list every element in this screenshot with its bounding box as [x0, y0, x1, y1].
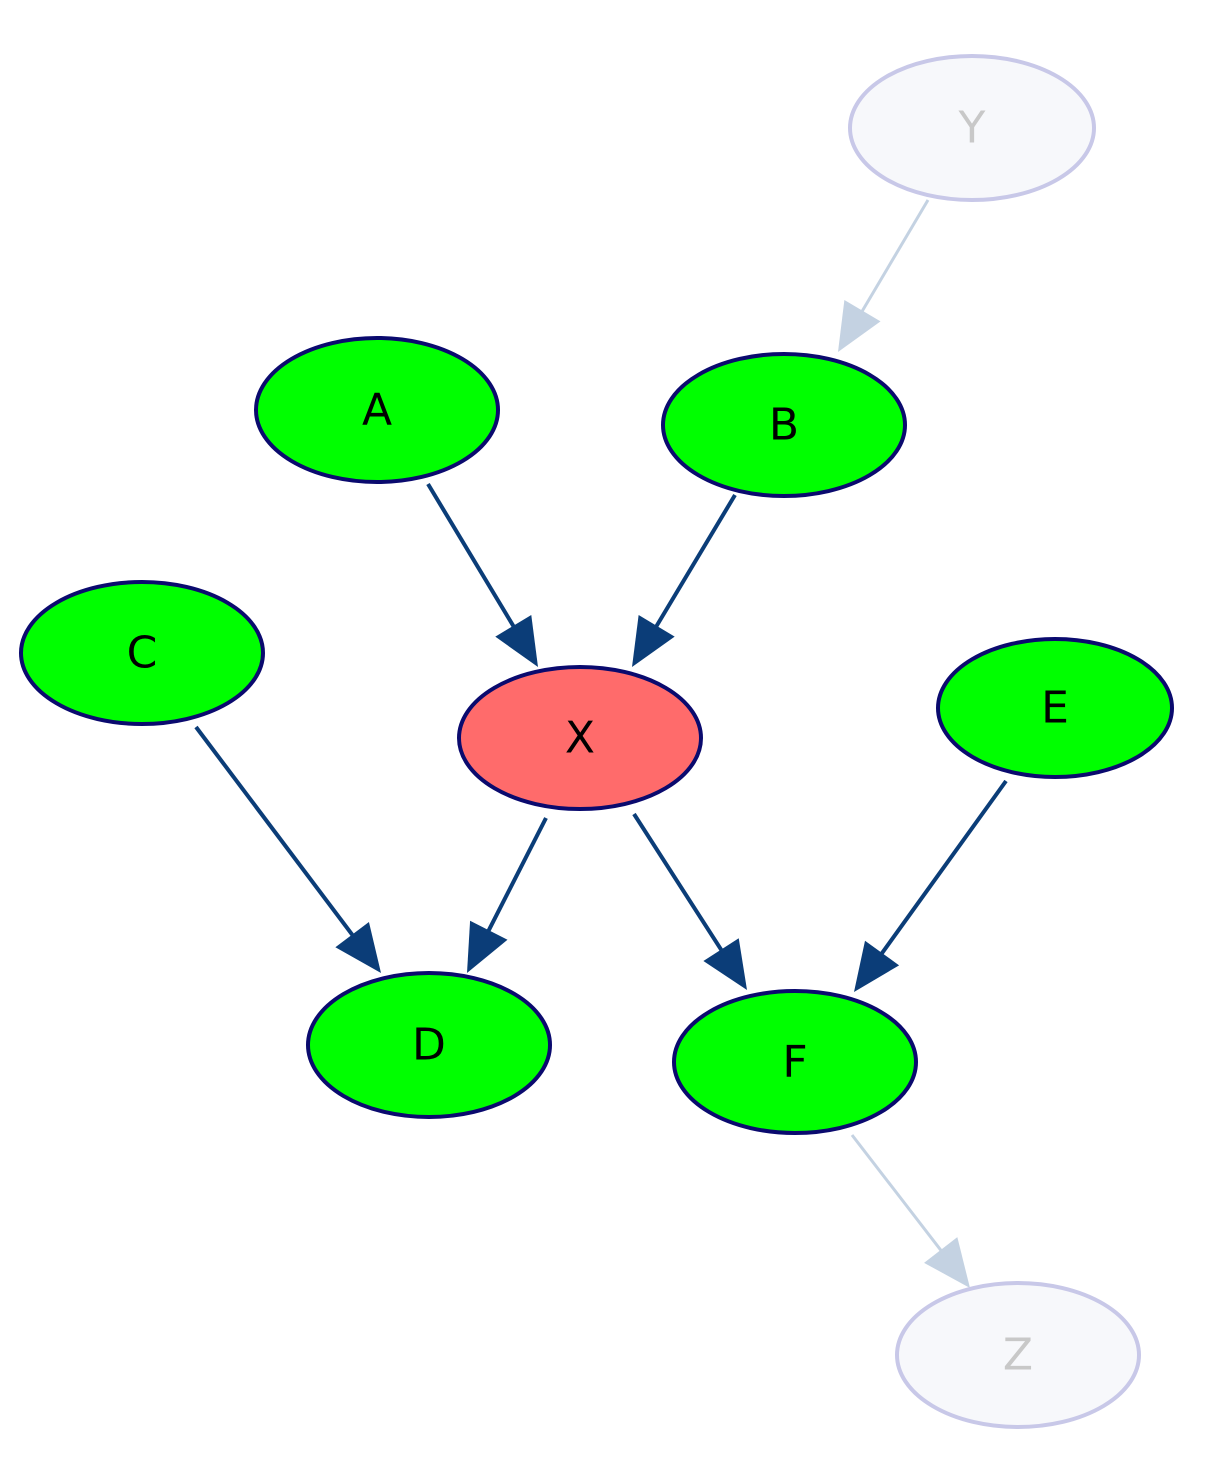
node-e[interactable]: E [936, 637, 1174, 779]
node-ellipse[interactable] [457, 665, 703, 811]
node-ellipse[interactable] [661, 352, 907, 498]
node-label: E [1041, 683, 1069, 734]
node-label: Y [958, 103, 986, 154]
edge-e-to-f [854, 779, 1008, 992]
node-ellipse[interactable] [672, 989, 918, 1135]
node-ellipse[interactable] [936, 637, 1174, 779]
arrowhead [632, 615, 675, 667]
edge-line [652, 493, 737, 631]
edge-line [859, 199, 930, 315]
edge-c-to-d [194, 725, 381, 973]
node-b[interactable]: B [661, 352, 907, 498]
arrowhead [838, 299, 881, 352]
node-a[interactable]: A [254, 336, 500, 484]
node-label: X [565, 713, 595, 764]
arrowhead [924, 1237, 970, 1288]
edge-a-to-x [426, 482, 538, 667]
edge-y-to-b [838, 199, 930, 352]
node-label: Z [1003, 1330, 1033, 1381]
edge-x-to-d [467, 817, 548, 973]
node-ellipse[interactable] [254, 336, 500, 484]
nodes-layer: Y A B C X E D F Z [19, 54, 1174, 1429]
node-f[interactable]: F [672, 989, 918, 1135]
edges-layer [194, 199, 1008, 1288]
edge-line [485, 817, 548, 935]
edge-line [426, 482, 518, 631]
node-label: C [127, 628, 158, 679]
node-x[interactable]: X [457, 665, 703, 811]
node-d[interactable]: D [306, 971, 552, 1119]
node-ellipse[interactable] [848, 54, 1096, 202]
arrowhead [335, 922, 381, 973]
arrowhead [495, 615, 538, 667]
node-ellipse[interactable] [895, 1281, 1141, 1429]
edge-line [632, 812, 725, 955]
node-ellipse[interactable] [306, 971, 552, 1119]
node-y[interactable]: Y [848, 54, 1096, 202]
arrowhead [467, 920, 508, 973]
arrowhead [703, 938, 747, 990]
node-label: B [769, 400, 799, 451]
node-z[interactable]: Z [895, 1281, 1141, 1429]
node-label: D [412, 1020, 446, 1071]
node-label: F [782, 1037, 807, 1088]
edge-f-to-z [850, 1134, 970, 1288]
edge-line [194, 725, 357, 940]
node-label: A [362, 385, 392, 436]
edge-line [850, 1134, 945, 1255]
arrowhead [854, 940, 900, 992]
node-ellipse[interactable] [19, 580, 265, 726]
edge-b-to-x [632, 493, 737, 667]
node-c[interactable]: C [19, 580, 265, 726]
edge-x-to-f [632, 812, 747, 990]
edge-line [878, 779, 1008, 958]
